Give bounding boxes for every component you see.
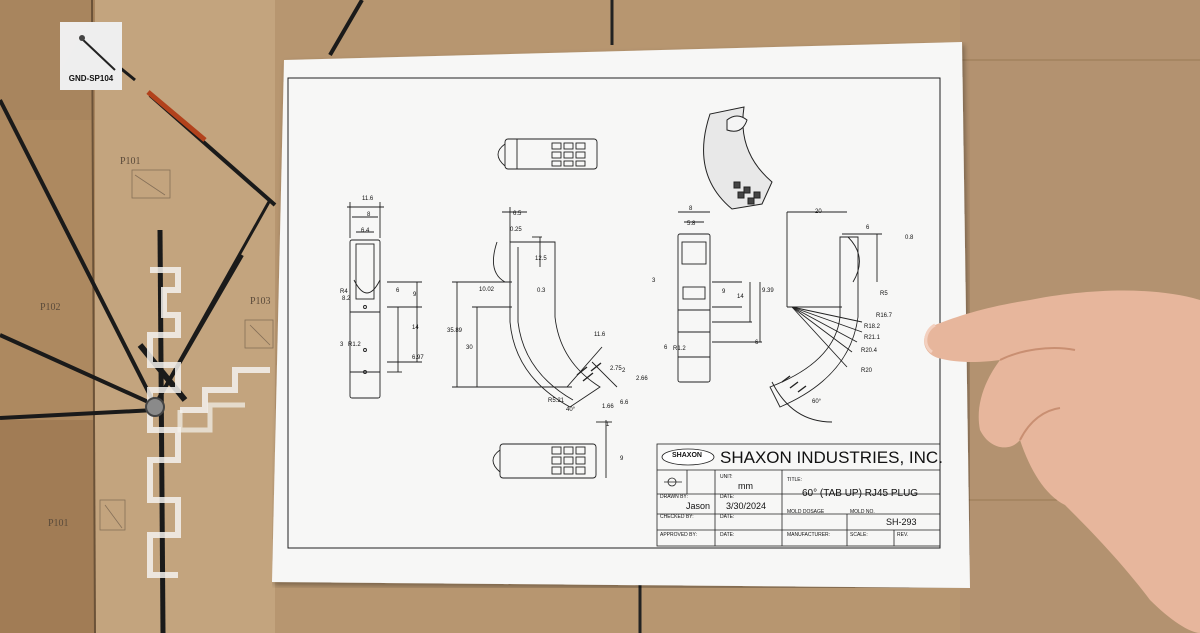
dimension-label: 9.39 <box>762 288 774 294</box>
dimension-label: 30 <box>466 345 473 351</box>
dimension-label: 0.25 <box>510 227 522 233</box>
drawn-by-label: DRAWN BY: <box>660 494 688 500</box>
company-logo: SHAXON <box>672 452 702 459</box>
dimension-label: 14 <box>412 325 419 331</box>
title-label: TITLE: <box>787 477 803 483</box>
dimension-label: 20 <box>815 209 822 215</box>
dimension-label: R5 <box>880 291 888 297</box>
equipment-tag: GND-SP104 <box>60 22 122 90</box>
tag-label: GND-SP104 <box>68 74 114 83</box>
mold-no-value: SH-293 <box>886 517 917 527</box>
title-block <box>656 443 941 547</box>
date-label: DATE: <box>720 494 735 500</box>
dimension-label: 6 <box>755 340 759 346</box>
dimension-label: 11.6 <box>362 196 374 202</box>
dimension-label: 1.66 <box>602 404 614 410</box>
dimension-label: 6.5 <box>513 211 522 217</box>
dimension-label: 0.3 <box>537 288 546 294</box>
checked-by-label: CHECKED BY: <box>660 514 694 520</box>
dimension-label: 35.89 <box>447 328 463 334</box>
dimension-label: R18.2 <box>864 324 881 330</box>
dimension-label: R16.7 <box>876 313 893 319</box>
dimension-label: 9 <box>620 456 624 462</box>
dimension-label: 6.6 <box>620 400 629 406</box>
dimension-label: 9 <box>722 289 726 295</box>
wall-note: P101 <box>120 156 141 167</box>
dimension-label: R21.1 <box>864 335 881 341</box>
dimension-label: 14 <box>737 294 744 300</box>
title-value: 60° (TAB UP) RJ45 PLUG <box>802 488 919 499</box>
unit-label: UNIT: <box>720 474 733 480</box>
dimension-label: 10.02 <box>479 287 495 293</box>
wall-note: P103 <box>250 296 271 307</box>
checked-date-label: DATE: <box>720 514 735 520</box>
dimension-label: 3 <box>340 342 344 348</box>
dimension-label: 2 <box>622 368 626 374</box>
drawn-by-value: Jason <box>686 501 711 511</box>
dimension-label: R5.21 <box>548 398 565 404</box>
dimension-label: 6.4 <box>361 228 370 234</box>
dimension-label: 1 <box>606 422 610 428</box>
dimension-label: 8 <box>689 206 693 212</box>
unit-value: mm <box>738 481 753 491</box>
dimension-label: 3 <box>652 278 656 284</box>
plug-bottom-view <box>492 420 612 479</box>
tag-arrow-icon <box>60 22 122 90</box>
dimension-label: 5.8 <box>687 221 696 227</box>
plug-rear-view <box>677 211 762 383</box>
approved-by-label: APPROVED BY: <box>660 532 697 538</box>
plug-isometric-view <box>703 106 773 210</box>
dimension-label: 12.5 <box>535 256 547 262</box>
dimension-label: R4 <box>340 289 348 295</box>
dimension-label: R1.2 <box>348 342 361 348</box>
dimension-label: 6 <box>396 288 400 294</box>
rev-label: REV. <box>897 532 909 538</box>
plug-front-view <box>347 202 422 399</box>
dimension-label: 6 <box>866 225 870 231</box>
mold-no-label: MOLD NO. <box>850 509 875 515</box>
dimension-label: 6.97 <box>412 355 424 361</box>
dimension-label: 8 <box>367 212 371 218</box>
date-value: 3/30/2024 <box>726 501 767 511</box>
dimension-label: R1.2 <box>673 346 686 352</box>
dimension-label: 11.6 <box>594 332 606 338</box>
dimension-label: 9 <box>413 292 417 298</box>
dimension-label: 60° <box>812 399 822 405</box>
mold-dosage-label: MOLD DOSAGE <box>787 509 825 515</box>
engineering-drawing-sheet <box>272 42 970 588</box>
plug-top-view <box>497 138 598 170</box>
dimension-label: R20 <box>861 368 873 374</box>
scale-label: SCALE: <box>850 532 868 538</box>
approved-date-label: DATE: <box>720 532 735 538</box>
plug-side-view <box>452 207 618 408</box>
wall-note: P101 <box>48 518 69 529</box>
manufacturer-label: MANUFACTURER: <box>787 532 831 538</box>
dimension-label: R20.4 <box>861 348 878 354</box>
company-name: SHAXON INDUSTRIES, INC. <box>720 448 943 467</box>
dimension-label: 0.8 <box>905 235 914 241</box>
dimension-label: 2.75 <box>610 366 622 372</box>
dimension-label: 2.66 <box>636 376 648 382</box>
wall-note: P102 <box>40 302 61 313</box>
dimension-label: 8.2 <box>342 296 351 302</box>
plug-angle-view <box>769 211 882 423</box>
dimension-label: 40° <box>566 407 576 413</box>
dimension-label: 6 <box>664 345 668 351</box>
